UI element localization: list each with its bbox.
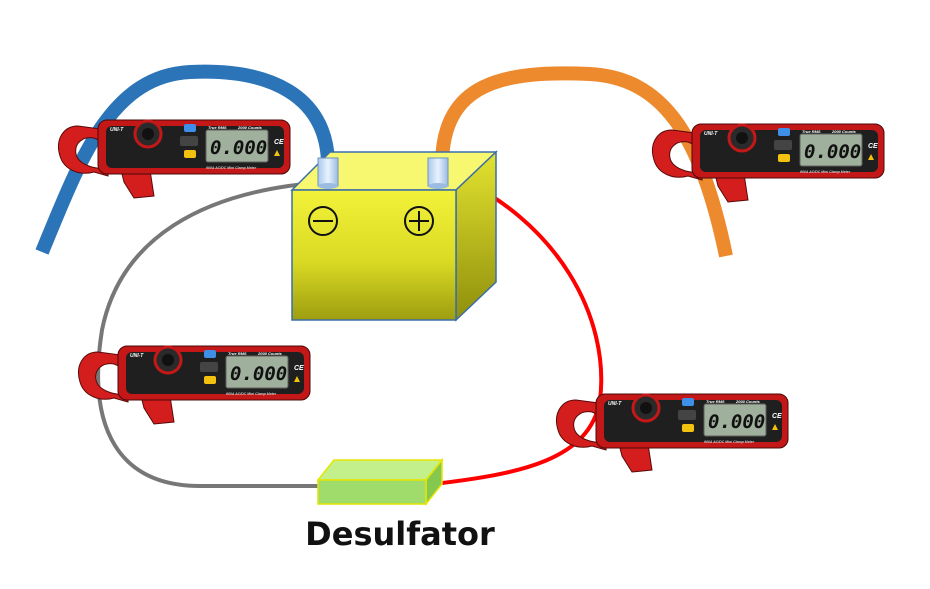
negative-cable	[35, 64, 335, 255]
negative-symbol	[308, 206, 338, 236]
battery	[290, 150, 498, 322]
positive-symbol	[404, 206, 434, 236]
clamp-meter-negative-cable	[57, 118, 292, 200]
clamp-meter-gray-wire	[77, 344, 312, 426]
clamp-meter-red-wire	[555, 392, 790, 474]
positive-terminal	[427, 157, 449, 189]
desulfator-label: Desulfator	[305, 515, 495, 553]
red-wire	[433, 170, 604, 486]
negative-terminal	[317, 157, 339, 189]
gray-wire	[96, 180, 329, 488]
desulfator-box	[316, 457, 444, 507]
clamp-meter-positive-cable	[651, 122, 886, 204]
